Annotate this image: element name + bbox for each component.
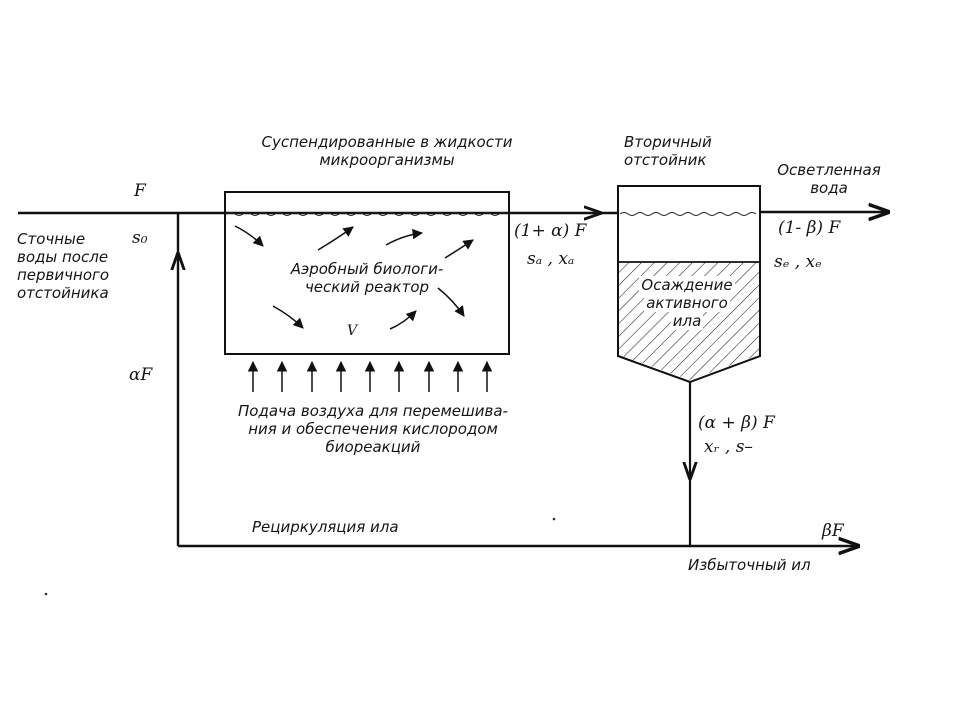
reactor-volume: V: [347, 323, 358, 339]
secondary-clarifier: [617, 185, 761, 384]
reactor-label-line2: ческий реактор: [304, 278, 430, 296]
effluent-label: Осветленная вода: [764, 161, 894, 197]
clarifier-title-line1: Вторичный: [624, 133, 712, 151]
sludge-label-line2: активного: [644, 294, 730, 312]
influent-label-line3: первичного: [17, 266, 110, 284]
air-supply-label-line1: Подача воздуха для перемешива-: [238, 402, 508, 420]
reactor-title-line1: Суспендированные в жидкости: [261, 133, 513, 151]
reactor-water-surface: [226, 212, 508, 216]
reactor-label-line1: Аэробный биологи-: [290, 260, 444, 278]
effluent-concentration: sₑ , xₑ: [774, 252, 822, 272]
reactor-title: Суспендированные в жидкости микроорганиз…: [222, 133, 552, 169]
clarifier-title-line2: отстойник: [624, 151, 707, 169]
reactor-label: Аэробный биологи- ческий реактор: [262, 260, 472, 296]
mixed-concentration: sₐ , xₐ: [527, 249, 575, 269]
sludge-label-line1: Осаждение: [639, 276, 735, 294]
clarifier-water-surface: [619, 212, 757, 216]
recycle-label: Рециркуляция ила: [252, 518, 399, 536]
influent-concentration: s₀: [132, 228, 148, 248]
speck: [552, 517, 556, 521]
sludge-label: Осаждение активного ила: [612, 276, 762, 330]
aeration-reactor: [224, 191, 510, 355]
air-supply-label-line2: ния и обеспечения кислородом: [248, 420, 498, 438]
influent-flow-symbol: F: [134, 181, 146, 201]
reactor-title-line2: микроорганизмы: [319, 151, 455, 169]
air-supply-arrows: [247, 360, 493, 392]
sludge-label-line3: ила: [670, 312, 704, 330]
influent-label-line2: воды после: [17, 248, 109, 266]
waste-flow-symbol: βF: [822, 521, 844, 541]
effluent-label-line1: Осветленная: [777, 161, 881, 179]
waste-label: Избыточный ил: [688, 556, 811, 574]
air-supply-label-line3: биореакций: [325, 438, 421, 456]
influent-label-line1: Сточные: [17, 230, 86, 248]
influent-label-line4: отстойника: [17, 284, 109, 302]
effluent-label-line2: вода: [810, 179, 848, 197]
mixed-flow: (1+ α) F: [514, 221, 587, 241]
influent-label: Сточные воды после первичного отстойника: [17, 230, 109, 302]
underflow-concentration: xᵣ , s–: [704, 437, 753, 457]
air-supply-label: Подача воздуха для перемешива- ния и обе…: [208, 402, 538, 456]
effluent-flow: (1- β) F: [778, 218, 841, 238]
recycle-flow-symbol: αF: [129, 365, 153, 385]
mixing-arrows: [234, 225, 474, 330]
speck: [44, 592, 48, 596]
underflow-flow: (α + β) F: [698, 413, 775, 433]
clarifier-title: Вторичный отстойник: [624, 133, 712, 169]
